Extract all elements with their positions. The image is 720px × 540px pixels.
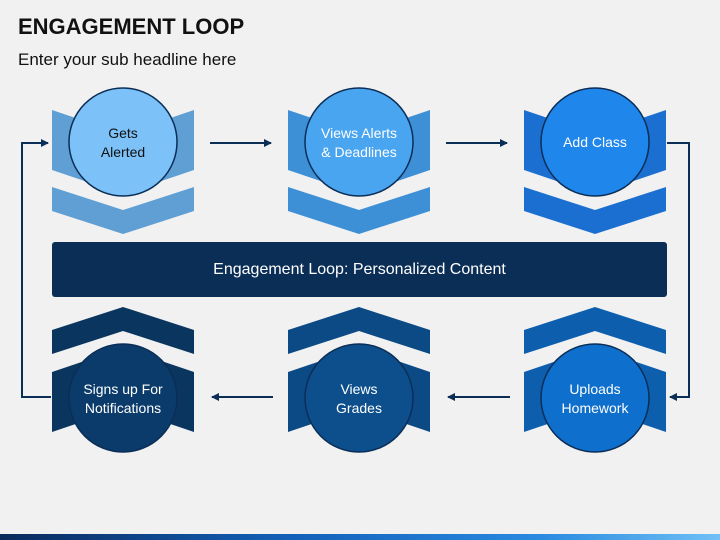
- step-label-6: Signs up For Notifications: [68, 380, 178, 418]
- step-label-3: Add Class: [540, 133, 650, 152]
- page-subtitle: Enter your sub headline here: [18, 50, 237, 69]
- step-label-4: Uploads Homework: [540, 380, 650, 418]
- step-label-5: Views Grades: [304, 380, 414, 418]
- footer-gradient-bar: [0, 534, 720, 540]
- step-circle-6: [68, 343, 178, 453]
- step-label-line: Views Alerts: [321, 125, 397, 141]
- step-label-line: Alerted: [100, 144, 146, 160]
- step-label-line: & Deadlines: [321, 144, 397, 160]
- step-circle-5: [304, 343, 414, 453]
- step-label-line: Uploads: [569, 381, 621, 397]
- step-label-1: Gets Alerted: [68, 124, 178, 162]
- center-banner: [52, 242, 667, 297]
- step-circle-4: [540, 343, 650, 453]
- chevron-shape: [524, 187, 666, 234]
- arrow-down-icon: [667, 142, 690, 401]
- step-circle-2: [304, 87, 414, 197]
- step-label-line: Gets: [108, 125, 138, 141]
- step-label-line: Add Class: [563, 134, 627, 150]
- chevron-shape: [288, 307, 430, 354]
- chevron-shape: [524, 307, 666, 354]
- step-circle-1: [68, 87, 178, 197]
- step-label-2: Views Alerts & Deadlines: [304, 124, 414, 162]
- step-circle-3: [540, 87, 650, 197]
- center-banner-label: Engagement Loop: Personalized Content: [213, 260, 506, 278]
- arrow-up-icon: [21, 139, 51, 398]
- step-label-line: Signs up For: [83, 381, 163, 397]
- step-label-line: Grades: [336, 400, 382, 416]
- chevron-shape: [288, 187, 430, 234]
- step-label-line: Notifications: [84, 400, 162, 416]
- chevron-shape: [52, 307, 194, 354]
- step-label-line: Homework: [561, 400, 629, 416]
- step-label-line: Views: [340, 381, 378, 397]
- page-title: ENGAGEMENT LOOP: [18, 14, 245, 39]
- chevron-shape: [52, 187, 194, 234]
